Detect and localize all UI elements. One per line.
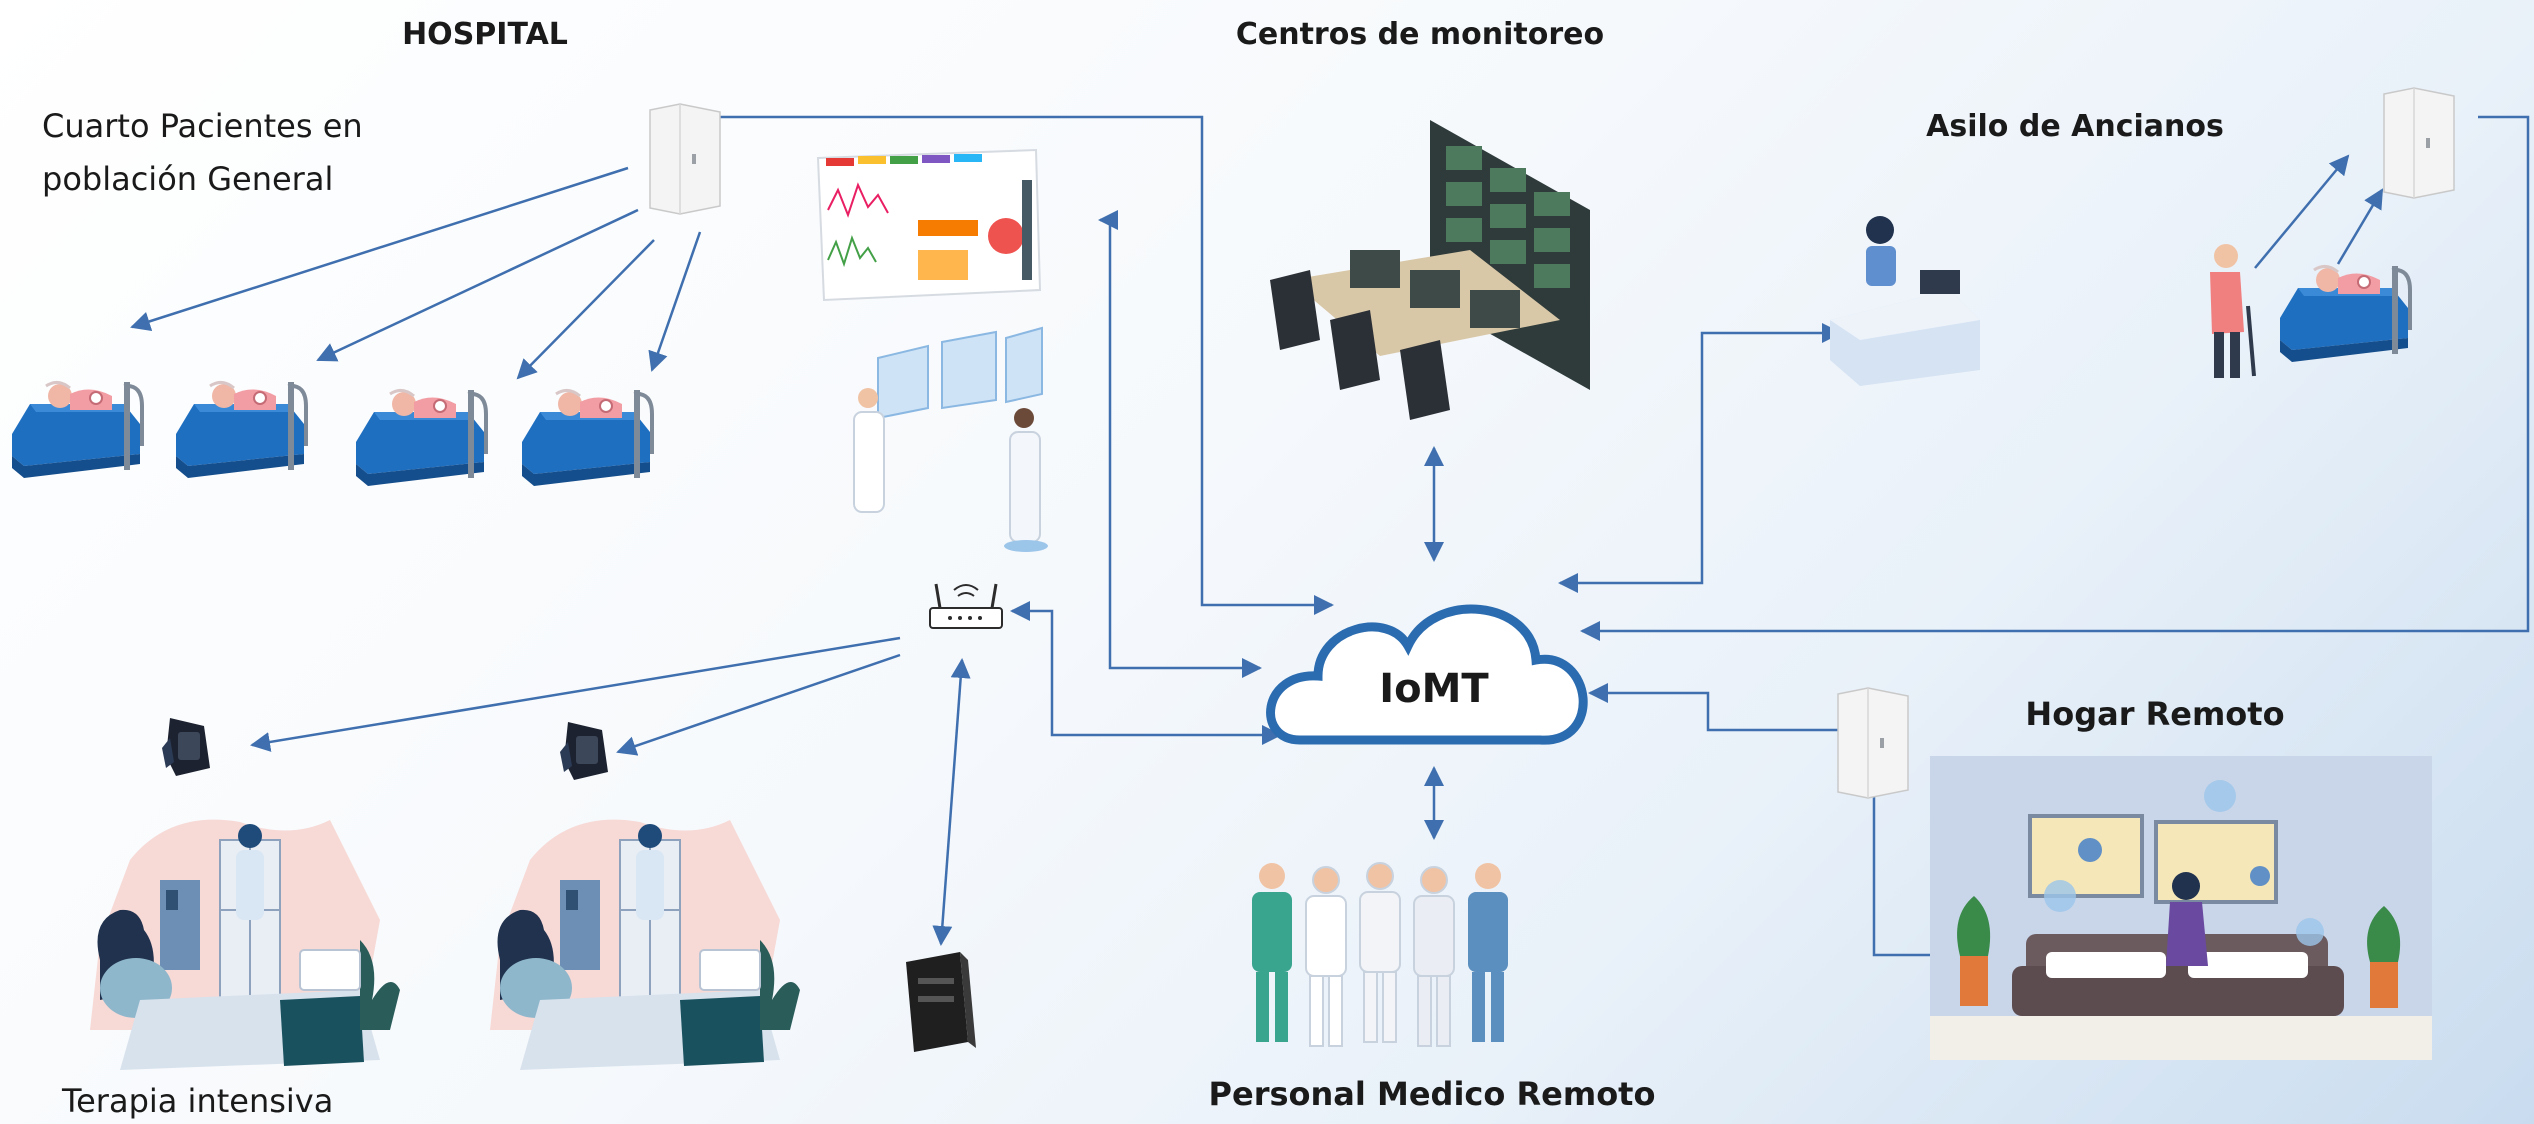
- bed-icon: [2278, 264, 2412, 364]
- living-room-icon: [1930, 756, 2432, 1060]
- router-cloud-connector: [1010, 601, 1282, 745]
- control-room-icon: [1270, 120, 1590, 420]
- gateway-bed2-connector: [316, 208, 639, 362]
- dashboard-cloud-connector: [1098, 210, 1262, 678]
- nursing-home-gateway-icon: [2383, 87, 2455, 199]
- home-gateway-cloud-connector: [1588, 683, 1838, 732]
- wearable-monitor-icon: [162, 718, 210, 776]
- home-gateway-icon: [1837, 687, 1909, 799]
- general-room-label-line1: Cuarto Pacientes en: [42, 107, 363, 145]
- nursing-home-title: Asilo de Ancianos: [1926, 109, 2224, 144]
- cloud-label: IoMT: [1379, 666, 1489, 712]
- nursing-desk-cloud-connector: [1558, 323, 1842, 593]
- bed-icon: [520, 388, 654, 488]
- icu-room-icon: [489, 818, 801, 1071]
- router-wearable2-connector: [616, 653, 901, 756]
- elderly-gateway-connector: [2254, 154, 2350, 269]
- dashboard-icon: [816, 148, 1042, 302]
- monitoring-centers-title: Centros de monitoreo: [1236, 17, 1604, 52]
- medical-staff-icon: [1252, 862, 1508, 1047]
- hospital-title: HOSPITAL: [402, 17, 568, 52]
- general-room-label-line2: población General: [42, 160, 333, 198]
- gateway-bed1-connector: [130, 166, 629, 332]
- elderly-person-icon: [2210, 244, 2256, 378]
- bed-icon: [10, 380, 144, 480]
- icu-room-icon: [89, 818, 401, 1071]
- gateway-bed3-connector: [516, 239, 655, 380]
- hospital-gateway-icon: [649, 103, 721, 215]
- bed-icon: [354, 388, 488, 488]
- router-icon: [929, 583, 1003, 629]
- nursing-gateway-cloud-connector: [1580, 115, 2530, 641]
- server-icon: [906, 952, 976, 1052]
- reception-desk-icon: [1830, 216, 1980, 386]
- connections: [130, 115, 2530, 957]
- icu-label: Terapia intensiva: [61, 1082, 333, 1120]
- bed-icon: [174, 380, 308, 480]
- router-wearable1-connector: [250, 636, 901, 752]
- cloud-icon: [1266, 604, 1588, 745]
- doctors-hologram-icon: [853, 326, 1048, 552]
- wearable-monitor-icon: [560, 722, 608, 780]
- living-room-gateway-connector: [1864, 774, 1930, 957]
- router-server-connector: [932, 658, 971, 946]
- remote-medical-staff-title: Personal Medico Remoto: [1209, 1075, 1656, 1113]
- remote-home-title: Hogar Remoto: [2025, 695, 2284, 733]
- nursing-bed-gateway-connector: [2336, 188, 2384, 265]
- gateway-bed4-connector: [648, 231, 702, 372]
